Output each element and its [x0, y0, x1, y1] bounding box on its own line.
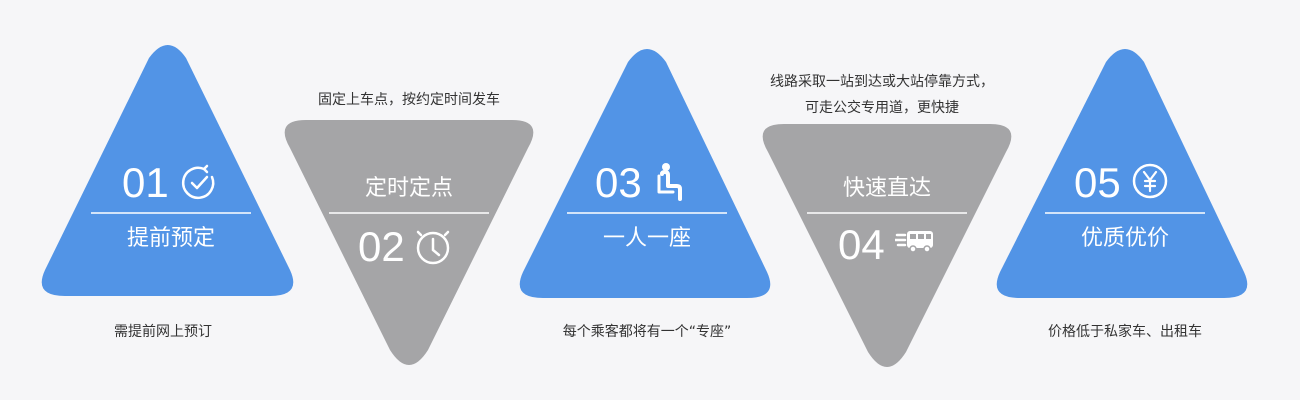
step-1-divider [91, 212, 251, 214]
step-1-description: 需提前网上预订 [114, 324, 212, 340]
check-circle-icon [181, 164, 215, 200]
step-1-title: 提前预定 [126, 226, 215, 251]
step-4-number: 04 [838, 221, 885, 268]
step-2-description: 固定上车点，按约定时间发车 [318, 92, 500, 108]
fast-bus-icon [895, 231, 933, 253]
step-1-number: 01 [122, 159, 169, 206]
step-2-number: 02 [358, 223, 405, 270]
step-3-triangle [519, 49, 771, 298]
step-2-triangle [284, 120, 534, 365]
step-4-description-line-2: 可走公交专用道，更快捷 [805, 100, 959, 116]
step-3-description: 每个乘客都将有一个“专座” [562, 324, 732, 340]
seated-person-icon [657, 163, 682, 201]
yen-circle-icon [1132, 163, 1168, 199]
step-2-title: 定时定点 [364, 176, 453, 201]
step-5-title: 优质优价 [1080, 226, 1169, 251]
step-4-title: 快速直达 [842, 176, 931, 201]
step-5-triangle [996, 49, 1248, 298]
step-3-divider [567, 212, 727, 214]
step-4-divider [807, 212, 967, 214]
step-5-divider [1045, 212, 1205, 214]
step-4-description-line-1: 线路采取一站到达或大站停靠方式， [770, 74, 994, 90]
step-4-triangle [762, 124, 1012, 367]
step-3-title: 一人一座 [602, 226, 691, 251]
step-1-triangle [41, 45, 294, 296]
step-5-description: 价格低于私家车、出租车 [1048, 324, 1202, 340]
alarm-clock-icon [416, 230, 450, 265]
step-2-divider [329, 212, 489, 214]
step-5-number: 05 [1074, 159, 1121, 206]
step-3-number: 03 [595, 159, 642, 206]
